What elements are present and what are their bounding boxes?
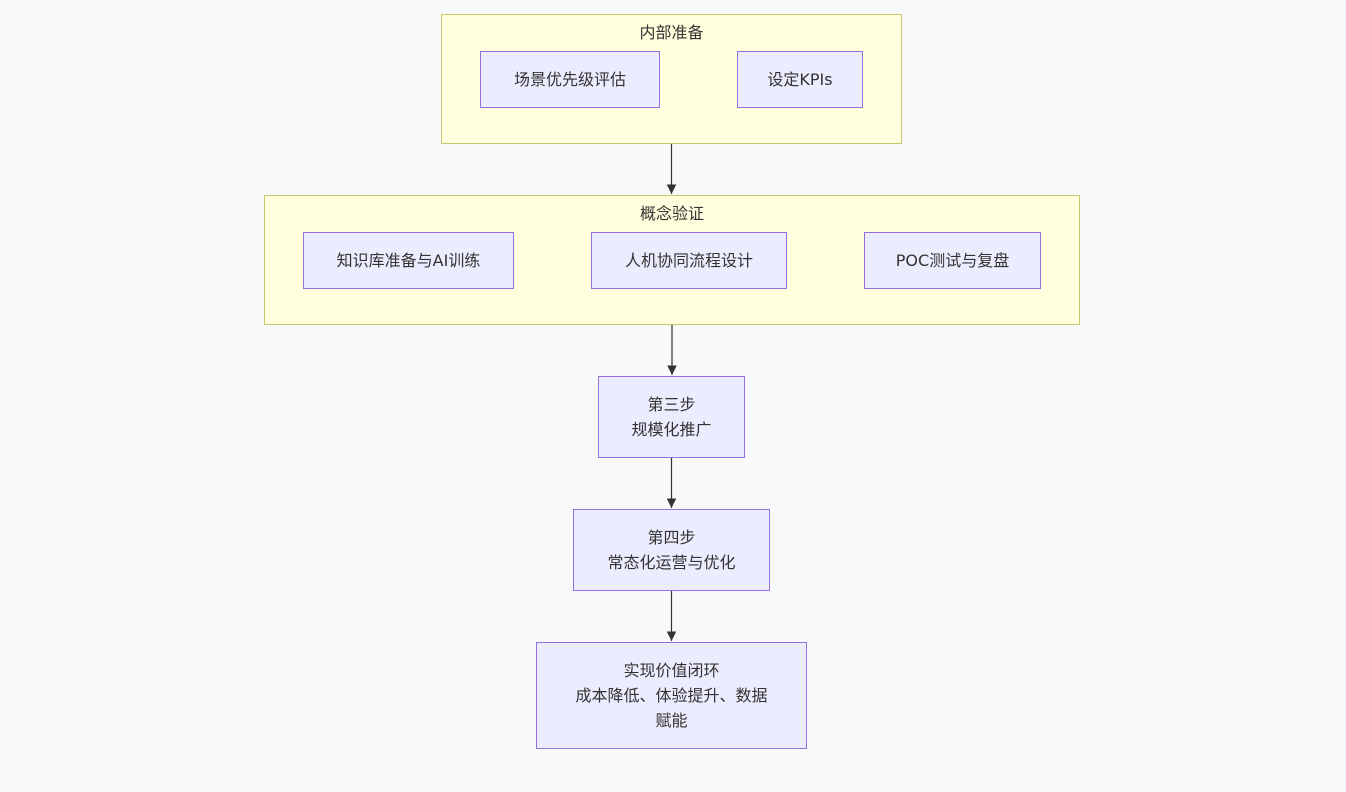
node-label-line: 设定KPIs <box>767 70 833 89</box>
node-step4-operation: 第四步常态化运营与优化 <box>573 509 770 591</box>
node-label-line: 规模化推广 <box>631 420 712 439</box>
node-label-line: 赋能 <box>655 711 688 730</box>
node-kb-ai-training: 知识库准备与AI训练 <box>303 232 514 289</box>
cluster-internal-prep-title: 内部准备 <box>639 23 704 42</box>
node-label-line: 成本降低、体验提升、数据 <box>575 686 768 705</box>
node-label-line: 常态化运营与优化 <box>607 553 736 572</box>
node-label-line: 第三步 <box>647 395 696 414</box>
node-poc-test: POC测试与复盘 <box>864 232 1041 289</box>
node-scene-priority: 场景优先级评估 <box>480 51 660 108</box>
node-step3-scale: 第三步规模化推广 <box>598 376 745 458</box>
node-value-loop: 实现价值闭环成本降低、体验提升、数据赋能 <box>536 642 807 749</box>
node-label-line: POC测试与复盘 <box>895 251 1010 270</box>
node-label-line: 实现价值闭环 <box>623 661 720 680</box>
node-label-line: 第四步 <box>647 528 696 547</box>
node-label-line: 知识库准备与AI训练 <box>336 251 481 270</box>
cluster-poc-title: 概念验证 <box>639 204 704 223</box>
node-label-line: 场景优先级评估 <box>513 70 626 89</box>
node-set-kpis: 设定KPIs <box>737 51 863 108</box>
node-label-line: 人机协同流程设计 <box>624 251 753 270</box>
node-human-machine-design: 人机协同流程设计 <box>591 232 787 289</box>
